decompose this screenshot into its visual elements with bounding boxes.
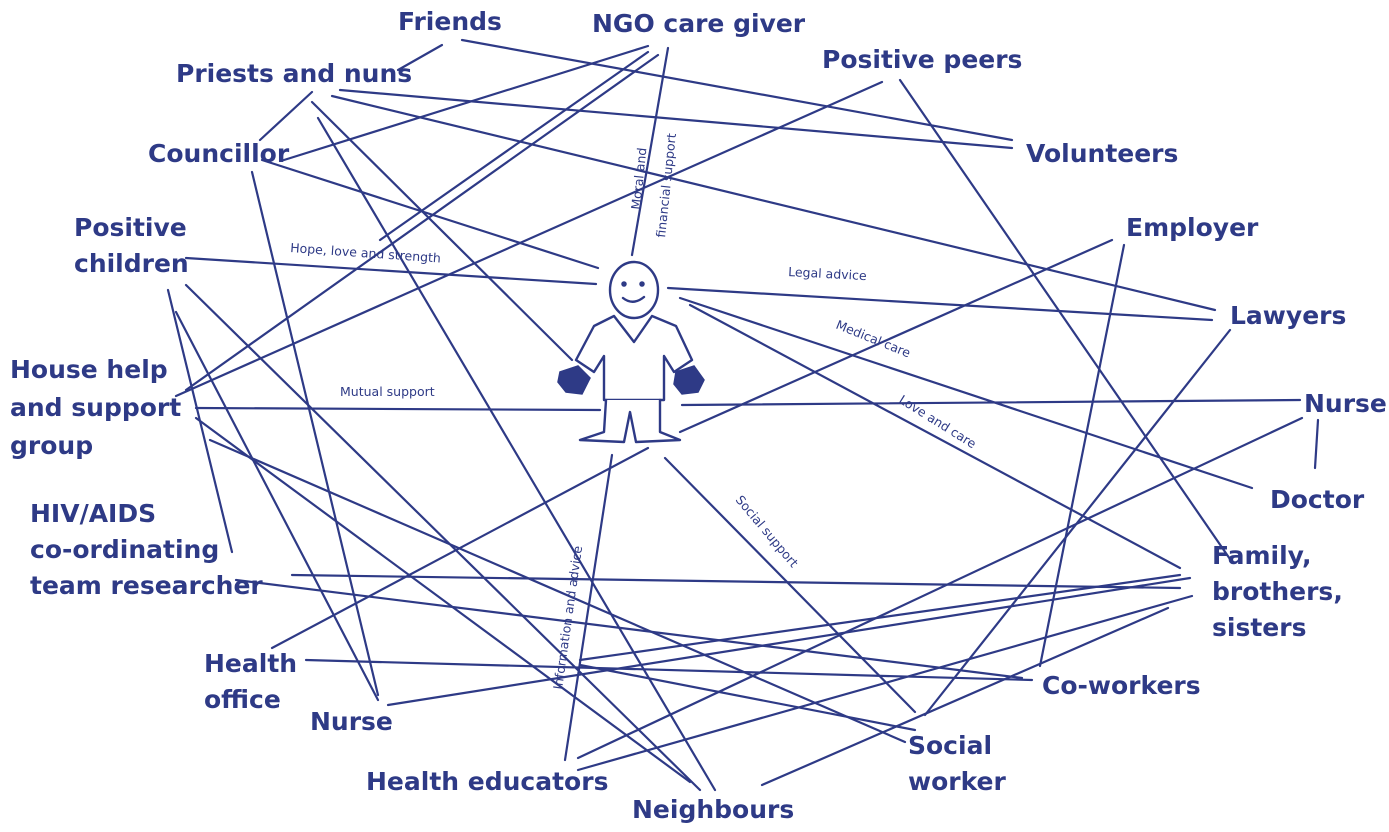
node-priests-and-nuns: Priests and nuns	[176, 59, 412, 88]
edge-person-family	[688, 303, 1182, 570]
edge-councillor-person	[260, 158, 600, 270]
edge-househelp-person	[194, 406, 602, 412]
edge-educators-nurse	[576, 416, 1304, 760]
edge-person-nurse	[680, 398, 1302, 407]
node-lawyers: Lawyers	[1230, 301, 1346, 330]
node-family-line-2: brothers,	[1212, 577, 1343, 606]
node-health-educators: Health educators	[366, 767, 608, 796]
edge-hiv-family	[290, 573, 1182, 590]
node-family-line-1: Family,	[1212, 541, 1312, 570]
edge-employer-person	[678, 238, 1114, 434]
edge-house-neighbours	[194, 416, 692, 784]
edge-children-person	[184, 256, 598, 286]
edge-educators-family	[576, 594, 1194, 772]
person-shirt	[574, 314, 694, 402]
node-hiv-aids-line-3: team researcher	[30, 571, 263, 600]
person-eye-left	[621, 281, 627, 287]
edge-neighbours-family	[760, 606, 1170, 787]
edge-info-crossing-a	[578, 573, 1182, 662]
edge-ngo-priests-a	[378, 50, 650, 242]
node-hiv-aids-line-1: HIV/AIDS	[30, 499, 156, 528]
node-health-office: Health office	[204, 649, 306, 714]
node-family-line-3: sisters	[1212, 613, 1306, 642]
node-employer: Employer	[1126, 213, 1259, 242]
node-nurse-left: Nurse	[310, 707, 393, 736]
edge-ngo-person	[630, 46, 670, 257]
edge-children-neighbours	[184, 283, 702, 792]
edge-employer-coworkers	[1038, 243, 1126, 668]
person-legs	[578, 398, 682, 444]
node-social-worker: Social worker	[908, 731, 1007, 796]
person-eye-right	[639, 281, 645, 287]
person-hand-left	[557, 365, 591, 395]
edge-hiv-coworkers	[234, 578, 1024, 680]
edge-label-moral-1: Moral and	[628, 147, 649, 210]
edge-peers-family	[898, 78, 1234, 564]
node-hiv-aids-line-2: co-ordinating	[30, 535, 219, 564]
node-house-help-line-3: group	[10, 431, 93, 460]
edge-nurse-family	[386, 576, 1192, 707]
edge-label-social-support: Social support	[733, 492, 802, 570]
node-house-help-line-1: House help	[10, 355, 168, 384]
edge-person-healtheducators	[563, 453, 614, 762]
edge-councillor-nurse	[250, 170, 380, 697]
edge-friends-priests	[396, 43, 444, 72]
node-nurse-right: Nurse	[1304, 389, 1387, 418]
person-figure	[557, 260, 705, 444]
node-ngo-care-giver: NGO care giver	[592, 9, 806, 38]
edge-label-moral-2: financial support	[653, 132, 679, 238]
edge-office-coworkers	[304, 658, 1034, 682]
node-positive-children-line-2: children	[74, 249, 189, 278]
edge-house-nurse	[174, 310, 380, 702]
node-co-workers: Co-workers	[1042, 671, 1201, 700]
edge-priests-lawyers	[330, 94, 1217, 312]
edge-person-socialworker	[663, 456, 917, 714]
edge-friends-volunteers	[460, 38, 1014, 142]
edge-person-doctor	[678, 296, 1254, 490]
node-social-worker-line-2: worker	[908, 767, 1007, 796]
node-positive-children: Positive children	[74, 213, 195, 278]
node-house-help: House help and support group	[10, 355, 190, 460]
node-positive-peers: Positive peers	[822, 45, 1022, 74]
node-house-help-line-2: and support	[10, 393, 181, 422]
node-hiv-aids-team: HIV/AIDS co-ordinating team researcher	[30, 499, 263, 600]
node-doctor: Doctor	[1270, 485, 1365, 514]
edge-house-socialworker	[208, 438, 907, 744]
node-social-worker-line-1: Social	[908, 731, 992, 760]
person-hand-right	[673, 365, 705, 395]
edge-ngo-councillor	[282, 44, 650, 162]
node-councillor: Councillor	[148, 139, 290, 168]
node-friends: Friends	[398, 7, 502, 36]
edge-label-mutual: Mutual support	[340, 384, 435, 399]
edge-peers-house	[174, 80, 884, 398]
person-head	[608, 260, 660, 320]
edge-nurse-doctor	[1313, 418, 1320, 470]
edge-priests-person	[310, 100, 574, 362]
edge-priests-volunteers	[338, 88, 1014, 150]
edge-priests-councillor	[258, 90, 314, 142]
person-mouth	[621, 295, 646, 303]
node-positive-children-line-1: Positive	[74, 213, 187, 242]
node-health-office-line-1: Health	[204, 649, 297, 678]
node-neighbours: Neighbours	[632, 795, 794, 824]
node-family: Family, brothers, sisters	[1212, 541, 1352, 642]
edge-lawyers-socialworker	[923, 328, 1232, 717]
edges	[166, 38, 1320, 792]
edge-info-crossing-b	[578, 663, 917, 732]
node-volunteers: Volunteers	[1026, 139, 1178, 168]
node-labels: Friends NGO care giver Priests and nuns …	[10, 7, 1387, 824]
node-health-office-line-2: office	[204, 685, 281, 714]
edge-label-legal: Legal advice	[788, 264, 867, 283]
edge-person-lawyers	[666, 286, 1214, 322]
